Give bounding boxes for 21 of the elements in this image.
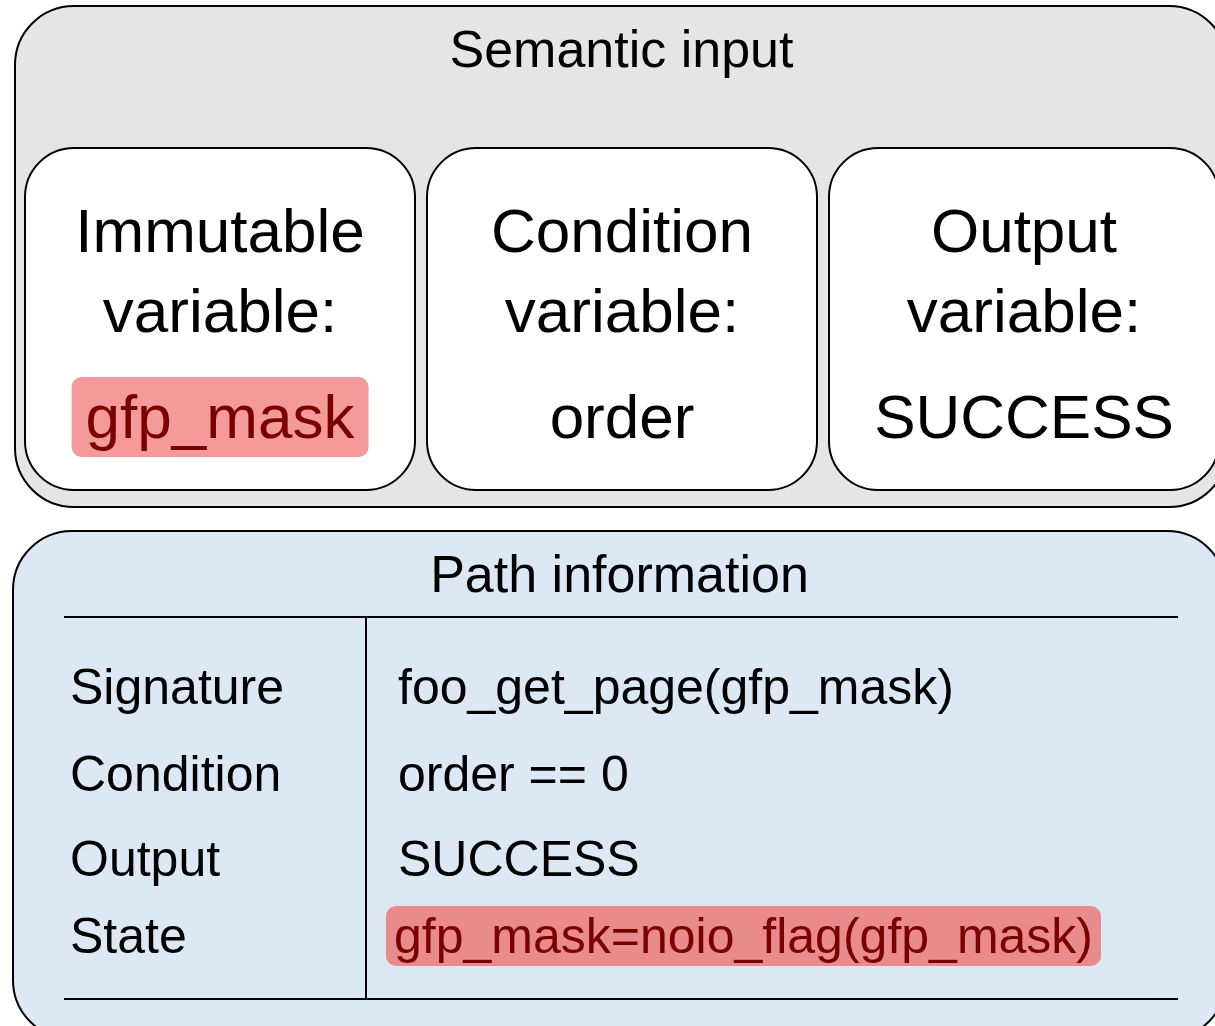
panel-title: Path information (429, 544, 810, 604)
variable-box (426, 147, 818, 491)
variable-value: SUCCESS (874, 381, 1174, 453)
panel (12, 530, 1215, 1026)
row-header: State (70, 907, 187, 966)
highlighted-variable: gfp_mask (71, 377, 369, 457)
highlighted-code: gfp_mask=noio_flag(gfp_mask) (386, 906, 1101, 966)
row-value: order == 0 (398, 745, 629, 804)
panel-title: Semantic input (448, 19, 795, 79)
variable-label: Output variable: (905, 195, 1143, 347)
panel (14, 5, 1215, 508)
row-header: Condition (70, 745, 282, 804)
row-header: Signature (70, 658, 285, 717)
variable-box (828, 147, 1215, 491)
variable-label: Condition variable: (490, 195, 754, 347)
row-value: SUCCESS (398, 830, 640, 889)
variable-box (24, 147, 416, 491)
variable-label: Immutable variable: (74, 195, 366, 347)
variable-value: order (549, 381, 695, 453)
row-value: foo_get_page(gfp_mask) (398, 658, 954, 717)
row-header: Output (70, 830, 221, 889)
